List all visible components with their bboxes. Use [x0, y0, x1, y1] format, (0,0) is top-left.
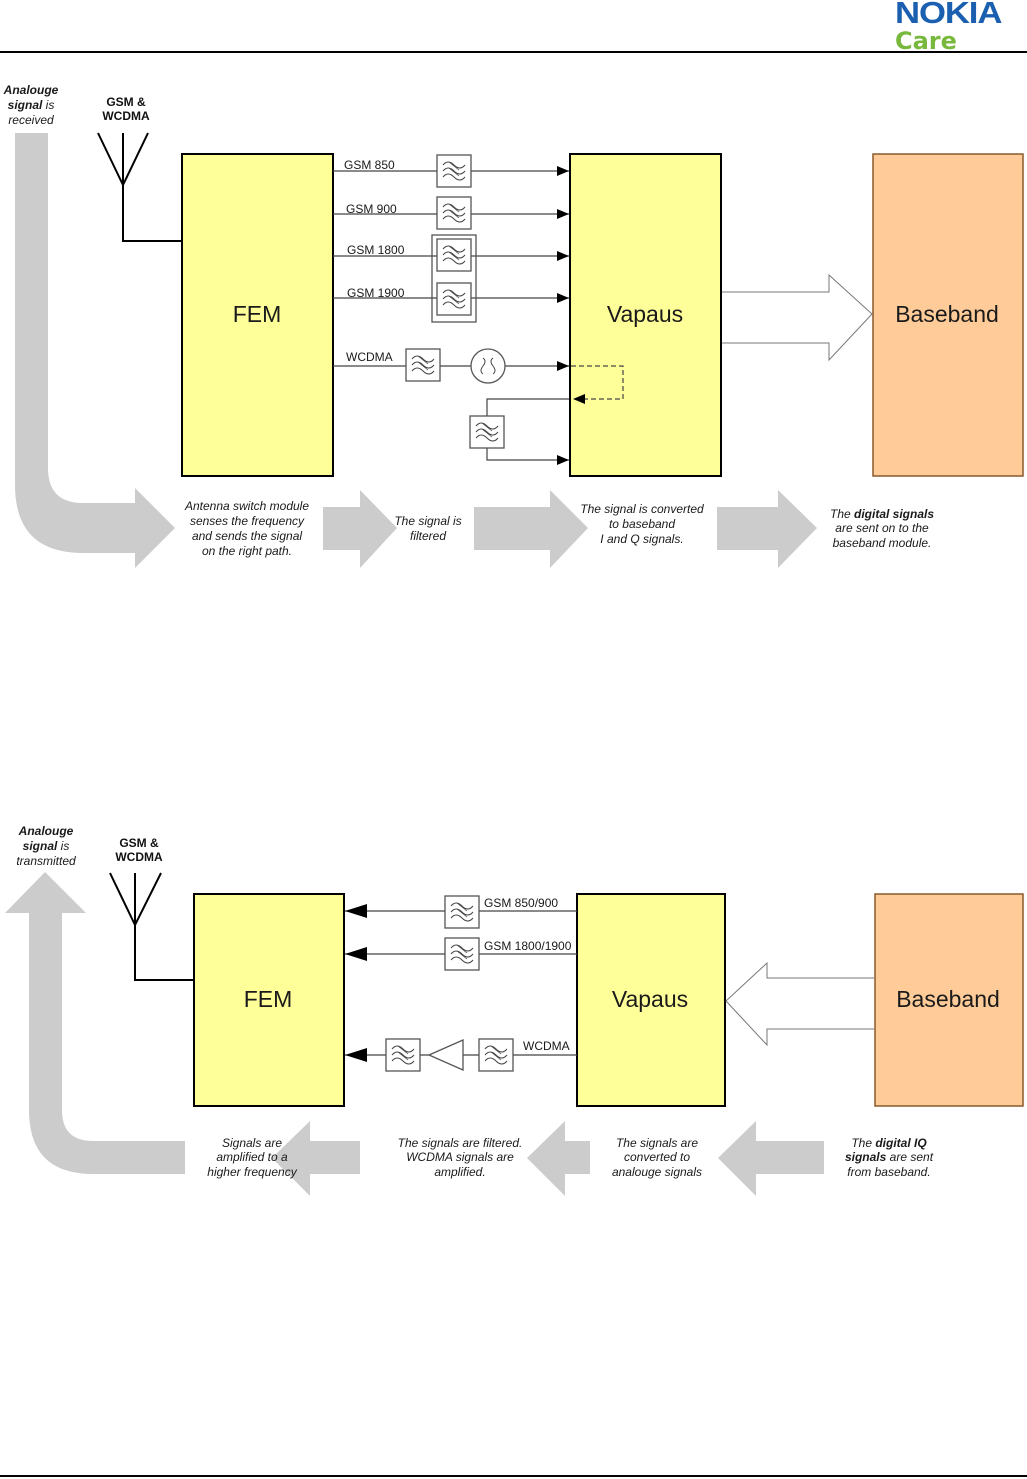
rx-side-label-line2: signal is [8, 98, 55, 112]
tx-fem-label: FEM [244, 986, 293, 1012]
tx-flow-arrow-3 [527, 1121, 590, 1196]
svg-text:I and Q signals.: I and Q signals. [600, 532, 683, 546]
rx-data-arrow-to-baseband [722, 273, 873, 362]
rx-antenna-label-line2: WCDMA [102, 109, 150, 123]
rx-flow-arrow-3 [474, 490, 588, 568]
tx-flow-arrow-2 [272, 1121, 360, 1196]
rx-vapaus-label: Vapaus [607, 301, 683, 327]
svg-text:The signal is converted: The signal is converted [580, 502, 704, 516]
svg-text:on the right path.: on the right path. [202, 544, 292, 558]
logo-care-wordmark: Care [895, 27, 957, 55]
rx-fem-label: FEM [233, 301, 282, 327]
svg-text:from baseband.: from baseband. [847, 1165, 930, 1179]
rx-antenna-icon [97, 132, 182, 242]
rx-caption-4: The digital signals are sent on to the b… [830, 507, 934, 550]
tx-side-label-line3: transmitted [16, 854, 76, 868]
tx-antenna-icon [109, 872, 194, 981]
rx-path-label-wcdma: WCDMA [346, 350, 393, 364]
svg-text:senses the frequency: senses the frequency [190, 514, 305, 528]
svg-text:The signals are: The signals are [616, 1136, 698, 1150]
svg-text:WCDMA signals are: WCDMA signals are [406, 1150, 514, 1164]
tx-filter-gsm850-900-icon [444, 895, 480, 929]
svg-text:signals are sent: signals are sent [845, 1150, 934, 1164]
nokia-care-logo: NOKIA Care [895, 0, 1025, 54]
rx-path-label-gsm850: GSM 850 [344, 158, 395, 172]
tx-caption-4: The digital IQ signals are sent from bas… [845, 1136, 934, 1179]
rx-antenna-label-line1: GSM & [106, 95, 146, 109]
tx-filter-gsm1800-1900-icon [444, 937, 480, 971]
rx-fem-block [181, 153, 334, 477]
tx-vapaus-block [576, 893, 726, 1107]
rx-baseband-label: Baseband [895, 301, 999, 327]
rx-baseband-block [872, 153, 1024, 477]
svg-text:converted to: converted to [624, 1150, 690, 1164]
svg-text:The signal is: The signal is [394, 514, 461, 528]
rx-filter-gsm900-icon [436, 196, 472, 230]
rx-path-label-gsm1800: GSM 1800 [347, 243, 405, 257]
rx-flow-curve-arrow [15, 133, 175, 568]
rx-path-label-gsm1900: GSM 1900 [347, 286, 405, 300]
tx-side-label-line2: signal is [23, 839, 70, 853]
tx-filter-wcdma-out-icon [385, 1038, 421, 1072]
tx-flow-arrow-4 [718, 1121, 824, 1196]
rx-caption-2: The signal is filtered [394, 514, 461, 543]
svg-text:amplified to a: amplified to a [216, 1150, 288, 1164]
header-rule [0, 51, 1027, 53]
svg-text:and sends the signal: and sends the signal [192, 529, 302, 543]
tx-data-arrow-from-baseband [725, 961, 874, 1047]
rx-filter-return-icon [469, 415, 505, 449]
tx-antenna-label-line1: GSM & [119, 836, 159, 850]
svg-text:higher frequency: higher frequency [207, 1165, 297, 1179]
svg-text:Antenna switch module: Antenna switch module [184, 499, 309, 513]
svg-text:amplified.: amplified. [434, 1165, 485, 1179]
tx-path-label-gsm850-900: GSM 850/900 [484, 896, 558, 910]
rx-path-label-gsm900: GSM 900 [346, 202, 397, 216]
rx-side-label-line3: received [8, 113, 54, 127]
rx-filter-group-box [431, 234, 477, 323]
rx-flow-arrow-2 [323, 490, 397, 568]
receiver-diagram: Analouge signal is received GSM & WCDMA … [3, 83, 1024, 568]
svg-text:analouge signals: analouge signals [612, 1165, 702, 1179]
tx-filter-wcdma-in-icon [478, 1038, 514, 1072]
svg-text:to baseband: to baseband [609, 517, 675, 531]
svg-text:are sent on to the: are sent on to the [835, 521, 929, 535]
tx-path-label-wcdma: WCDMA [523, 1039, 570, 1053]
tx-amplifier-icon [427, 1039, 464, 1071]
tx-antenna-label-line2: WCDMA [115, 850, 163, 864]
rx-caption-3: The signal is converted to baseband I an… [580, 502, 704, 546]
svg-text:The digital signals: The digital signals [830, 507, 934, 521]
svg-text:baseband module.: baseband module. [833, 536, 932, 550]
svg-text:The digital IQ: The digital IQ [851, 1136, 927, 1150]
rx-side-label-line1: Analouge [3, 83, 59, 97]
svg-text:Signals are: Signals are [222, 1136, 282, 1150]
rx-caption-1: Antenna switch module senses the frequen… [184, 499, 309, 558]
tx-flow-curve-arrow [5, 872, 185, 1174]
tx-caption-2: The signals are filtered. WCDMA signals … [398, 1136, 523, 1179]
tx-caption-3: The signals are converted to analouge si… [612, 1136, 702, 1179]
rx-flow-arrow-4 [717, 490, 817, 568]
tx-baseband-label: Baseband [896, 986, 1000, 1012]
rx-vapaus-block [569, 153, 722, 477]
footer-rule [0, 1475, 1027, 1477]
rx-filter-gsm1900-icon [436, 282, 472, 316]
tx-caption-1: Signals are amplified to a higher freque… [207, 1136, 297, 1179]
rx-path-dashed-loop [571, 365, 624, 404]
svg-text:filtered: filtered [410, 529, 446, 543]
svg-text:The signals are filtered.: The signals are filtered. [398, 1136, 523, 1150]
rx-filter-wcdma-icon [405, 348, 441, 382]
logo-nokia-wordmark: NOKIA [895, 0, 1002, 30]
rx-filter-gsm1800-icon [436, 238, 472, 272]
transmitter-diagram: Analouge signal is transmitted GSM & WCD… [5, 824, 1024, 1196]
rx-balun-icon [470, 348, 506, 384]
rx-filter-gsm850-icon [436, 154, 472, 188]
tx-baseband-block [874, 893, 1024, 1107]
tx-path-label-gsm1800-1900: GSM 1800/1900 [484, 939, 572, 953]
tx-vapaus-label: Vapaus [612, 986, 688, 1012]
tx-side-label-line1: Analouge [18, 824, 74, 838]
tx-fem-block [193, 893, 345, 1107]
